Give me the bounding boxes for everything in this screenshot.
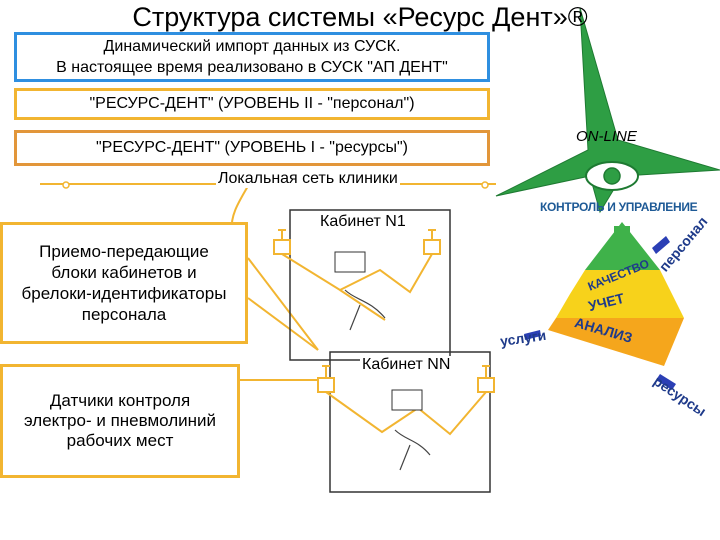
- level2-box: "РЕСУРС-ДЕНТ" (УРОВЕНЬ II - "персонал"): [14, 88, 490, 120]
- import-line2: В настоящее время реализовано в СУСК "АП…: [56, 59, 448, 76]
- page-title: Структура системы «Ресурс Дент»®: [132, 2, 588, 32]
- cabinetN-label: Кабинет NN: [360, 356, 453, 374]
- level2-label: "РЕСУРС-ДЕНТ" (УРОВЕНЬ II - "персонал"): [89, 95, 415, 112]
- pyramid-tier-accounting: [556, 294, 684, 318]
- sensors-line3: рабочих мест: [66, 431, 174, 450]
- import-line1: Динамический импорт данных из СУСК.: [103, 38, 401, 55]
- eye-pupil-icon: [603, 167, 621, 185]
- antenna-box: [477, 377, 495, 393]
- dental-chair-icon: [394, 429, 431, 471]
- lan-label: Локальная сеть клиники: [216, 170, 400, 188]
- cabinetN-frame: [329, 351, 491, 493]
- arrow-resources-icon: [656, 374, 676, 390]
- blocks-line2: блоки кабинетов и: [51, 263, 197, 282]
- level1-box: "РЕСУРС-ДЕНТ" (УРОВЕНЬ I - "ресурсы"): [14, 130, 490, 166]
- cabinet1-frame: [289, 209, 451, 361]
- antenna-icon: [322, 365, 490, 378]
- blocks-line3: брелоки-идентификаторы: [21, 284, 227, 303]
- pyramid-arrow: [624, 226, 630, 240]
- sensors-line2: электро- и пневмолиний: [23, 411, 217, 430]
- antenna-box: [423, 239, 441, 255]
- signal-line: [339, 289, 386, 321]
- lan-node: [62, 181, 70, 189]
- antenna-icon: [278, 229, 436, 240]
- sensors-box: Датчики контроля электро- и пневмолиний …: [0, 364, 240, 478]
- pyramid-tier-quality: [570, 270, 672, 294]
- control-label: КОНТРОЛЬ И УПРАВЛЕНИЕ: [540, 200, 698, 214]
- antenna-box: [317, 377, 335, 393]
- connector-line: [247, 257, 319, 351]
- pyramid-arrow: [614, 226, 620, 240]
- blocks-line4: персонала: [81, 305, 167, 324]
- arrow-services-icon: [524, 330, 541, 340]
- antenna-box: [273, 239, 291, 255]
- monitor-icon: [391, 389, 423, 411]
- sensors-line1: Датчики контроля: [49, 391, 191, 410]
- dental-chair-icon: [344, 289, 386, 331]
- pyramid-tier-top: [585, 222, 660, 270]
- lan-node: [481, 181, 489, 189]
- level1-label: "РЕСУРС-ДЕНТ" (УРОВЕНЬ I - "ресурсы"): [95, 139, 408, 156]
- monitor-icon: [334, 251, 366, 273]
- online-label: ON-LINE: [576, 128, 637, 145]
- arrow-staff-icon: [652, 236, 670, 254]
- green-star-shape: [495, 7, 720, 214]
- transceiver-blocks-box: Приемо-передающие блоки кабинетов и брел…: [0, 222, 248, 344]
- blocks-line1: Приемо-передающие: [39, 242, 209, 261]
- connector-line: [247, 297, 319, 351]
- signal-line: [281, 253, 433, 294]
- cabinet1-label: Кабинет N1: [318, 213, 408, 231]
- import-box: Динамический импорт данных из СУСК. В на…: [14, 32, 490, 82]
- pyramid-tier-analysis: [548, 318, 684, 366]
